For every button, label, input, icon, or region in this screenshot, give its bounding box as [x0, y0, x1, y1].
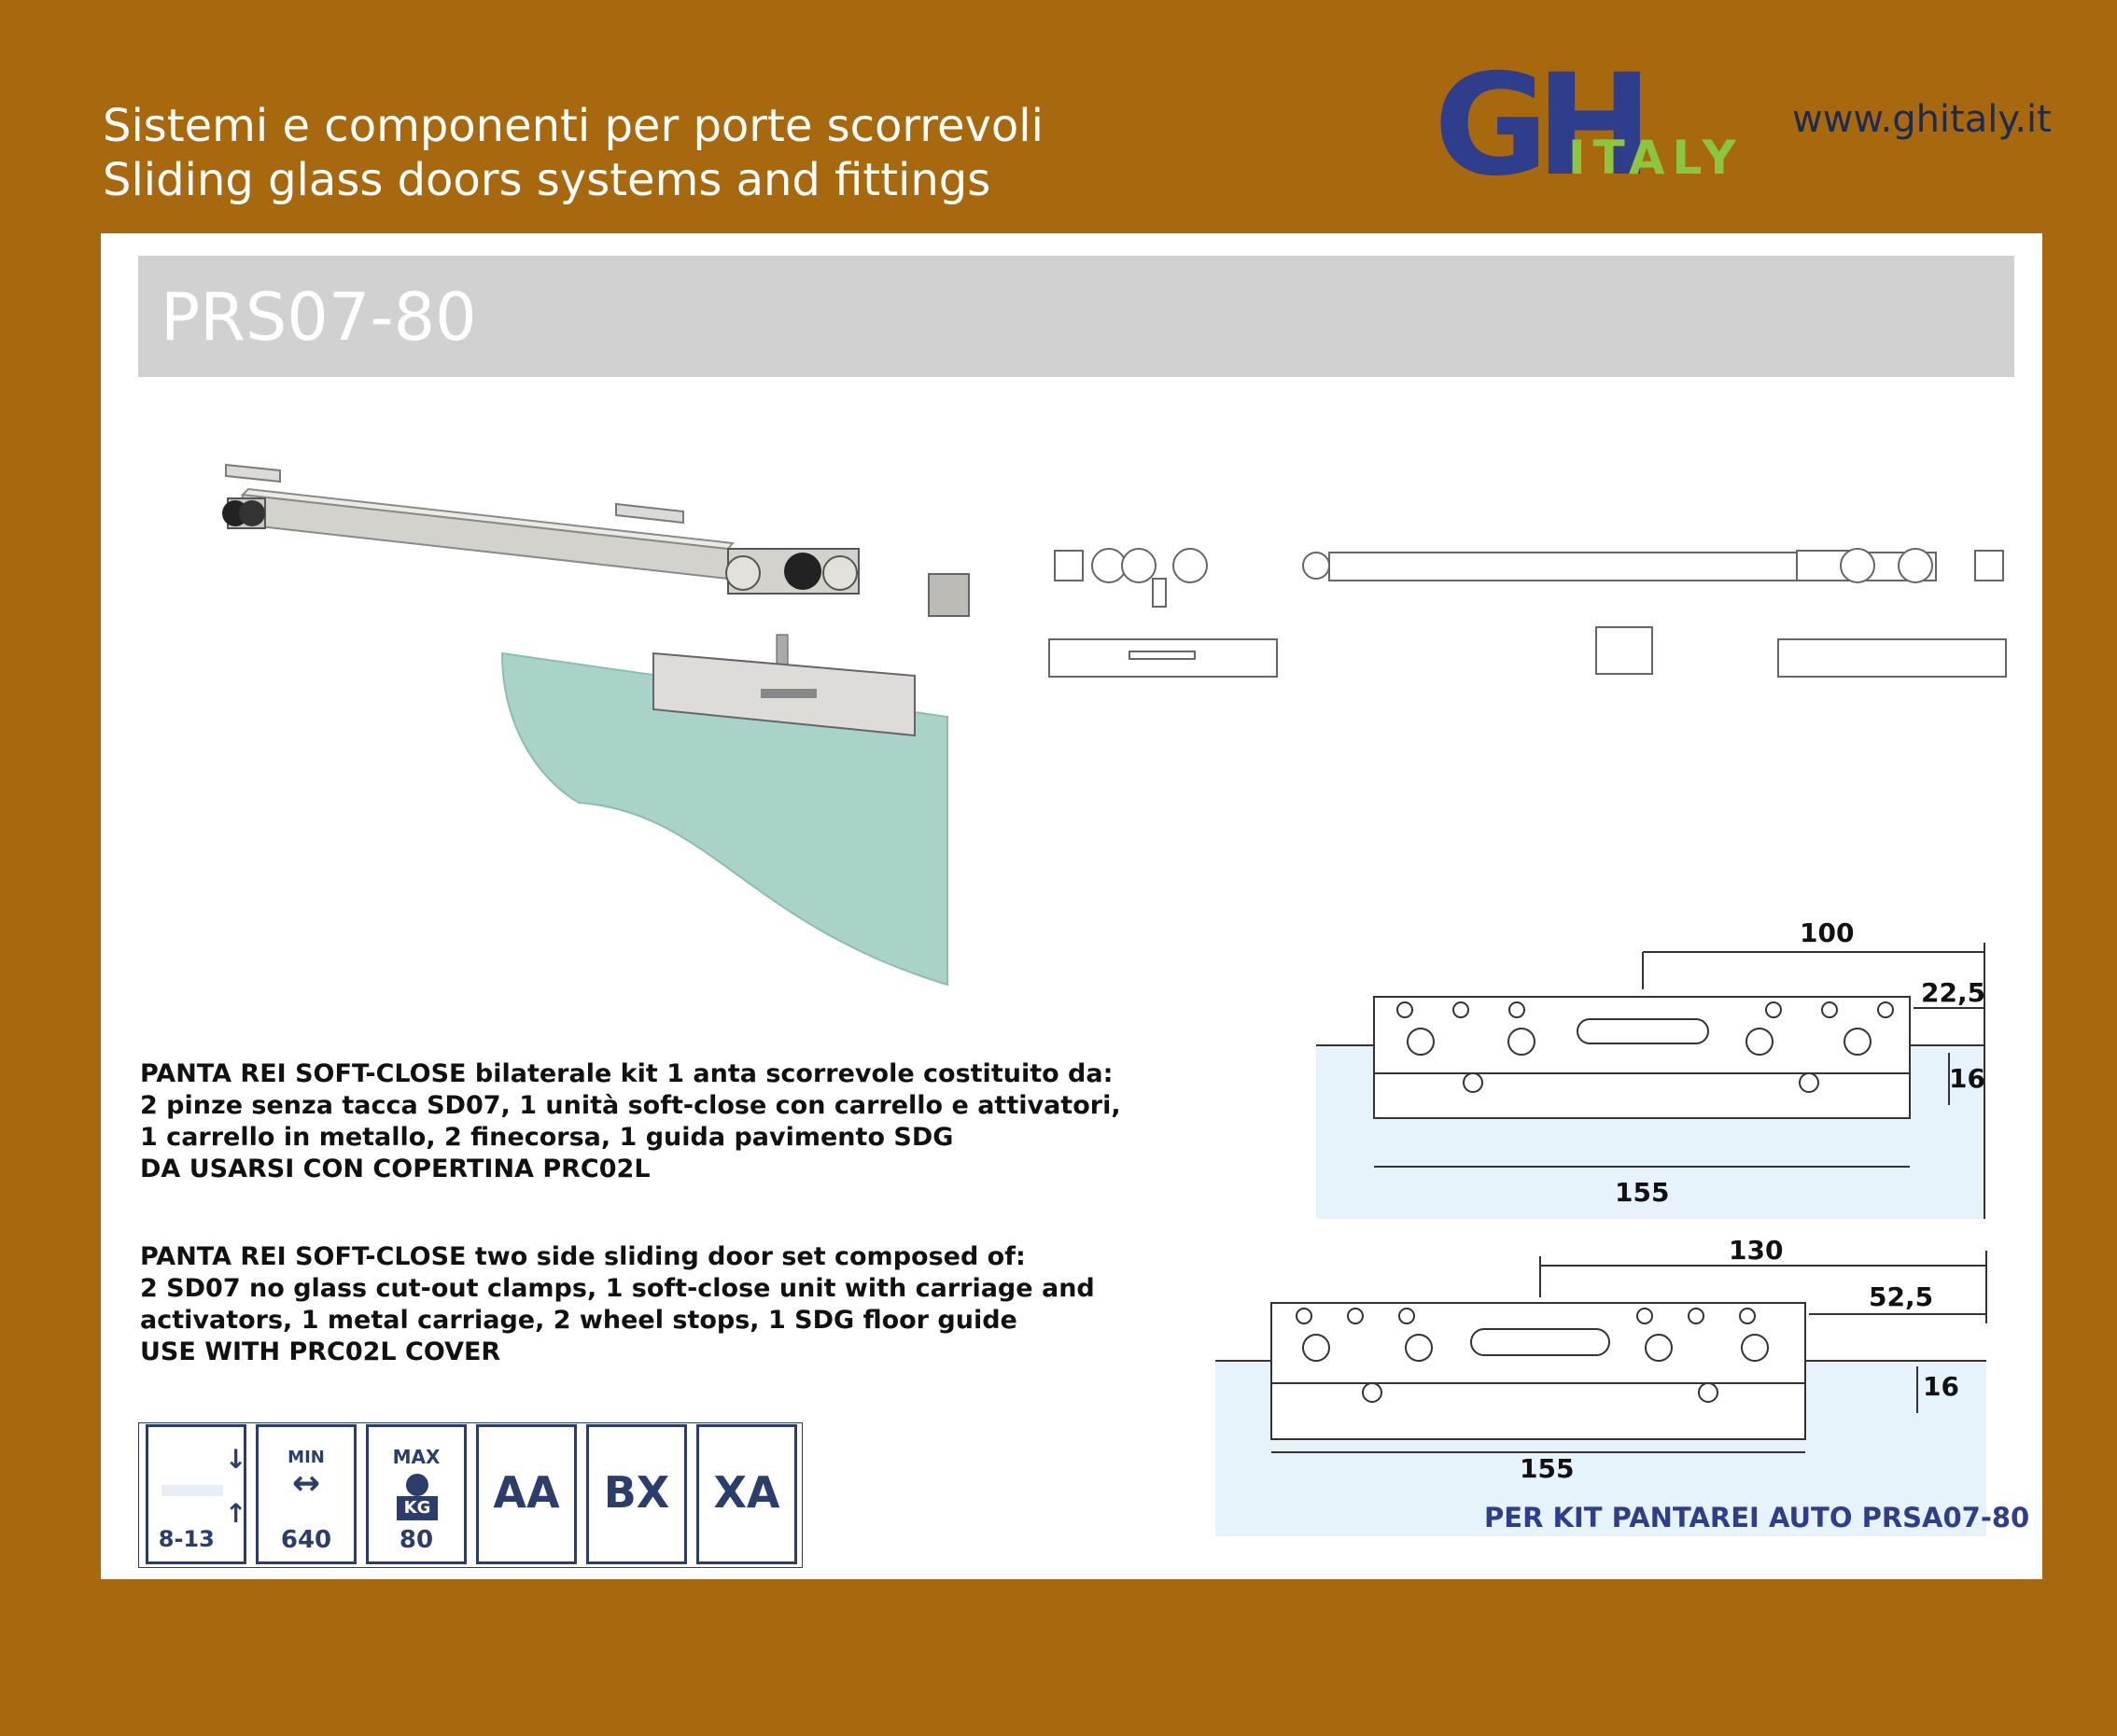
desc-en-line: activators, 1 metal carriage, 2 wheel st… — [140, 1306, 1017, 1335]
desc-it-line: DA USARSI CON COPERTINA PRC02L — [140, 1155, 651, 1183]
dim1-total-length: 155 — [1615, 1177, 1670, 1208]
code-icon-aa: AA — [476, 1424, 577, 1564]
dim2-height: 16 — [1923, 1371, 1959, 1402]
wheel-stop-left — [225, 463, 281, 483]
dim2-total-length: 155 — [1520, 1453, 1575, 1484]
glass-thickness-icon: ↓ ↑ 8-13 — [146, 1424, 246, 1564]
code-bx-label: BX — [603, 1467, 670, 1518]
description-english: PANTA REI SOFT-CLOSE two side sliding do… — [140, 1241, 1095, 1368]
dim2-offset: 52,5 — [1869, 1281, 1934, 1312]
desc-it-line: 2 pinze senza tacca SD07, 1 unità soft-c… — [140, 1091, 1121, 1120]
dim1-height: 16 — [1949, 1063, 1985, 1094]
technical-side-views — [1048, 548, 2007, 678]
logo-italy-text: ITALY — [1568, 131, 1744, 185]
code-icon-bx: BX — [586, 1424, 687, 1564]
side-view-right — [1777, 548, 2007, 678]
min-label: MIN — [287, 1448, 325, 1467]
wheel-stop-right — [615, 502, 684, 525]
max-label: MAX — [392, 1446, 441, 1468]
title-bar — [138, 256, 2014, 377]
glass-panel — [500, 651, 948, 987]
code-icon-xa: XA — [696, 1424, 797, 1564]
logo-gh-text: GH — [1434, 45, 1653, 207]
auto-kit-footnote: PER KIT PANTAREI AUTO PRSA07-80 — [1484, 1502, 2030, 1533]
min-width-value: 640 — [280, 1526, 332, 1554]
dimension-drawing-1 — [1316, 943, 1985, 1219]
dim2-length-130: 130 — [1729, 1235, 1784, 1266]
website-link[interactable]: www.ghitaly.it — [1792, 98, 2052, 141]
track-rail — [240, 487, 735, 581]
side-view-left — [1048, 548, 1278, 678]
dimension-drawing-2 — [1215, 1251, 1987, 1536]
dim1-offset: 22,5 — [1921, 977, 1986, 1008]
clamp-plate — [652, 634, 916, 737]
code-aa-label: AA — [493, 1467, 560, 1518]
header-subtitle-it: Sistemi e componenti per porte scorrevol… — [103, 100, 1044, 152]
carriage-right — [725, 548, 860, 595]
desc-en-line: USE WITH PRC02L COVER — [140, 1337, 501, 1366]
desc-en-line: PANTA REI SOFT-CLOSE two side sliding do… — [140, 1242, 1026, 1271]
code-xa-label: XA — [713, 1467, 780, 1518]
header-subtitle-en: Sliding glass doors systems and fittings — [103, 154, 991, 206]
min-width-icon: MIN ↔ 640 — [256, 1424, 357, 1564]
width-arrow-icon: ↔ — [291, 1464, 321, 1503]
max-weight-value: 80 — [399, 1526, 434, 1554]
weight-ball-icon — [406, 1474, 428, 1496]
product-code: PRS07-80 — [161, 279, 477, 356]
kg-label: KG — [397, 1496, 438, 1520]
desc-it-line: 1 carrello in metallo, 2 finecorsa, 1 gu… — [140, 1123, 954, 1152]
dim1-length-100: 100 — [1800, 917, 1855, 948]
end-cap — [928, 573, 970, 617]
carriage-left — [222, 497, 266, 529]
spec-icons-strip — [138, 1422, 803, 1568]
description-italian: PANTA REI SOFT-CLOSE bilaterale kit 1 an… — [140, 1058, 1121, 1185]
max-weight-icon: MAX KG 80 — [366, 1424, 467, 1564]
desc-en-line: 2 SD07 no glass cut-out clamps, 1 soft-c… — [140, 1274, 1095, 1303]
desc-it-line: PANTA REI SOFT-CLOSE bilaterale kit 1 an… — [140, 1059, 1114, 1088]
thickness-value: 8-13 — [158, 1526, 215, 1552]
brand-logo[interactable]: GH ITALY — [1434, 56, 1770, 196]
product-illustration — [222, 463, 970, 987]
